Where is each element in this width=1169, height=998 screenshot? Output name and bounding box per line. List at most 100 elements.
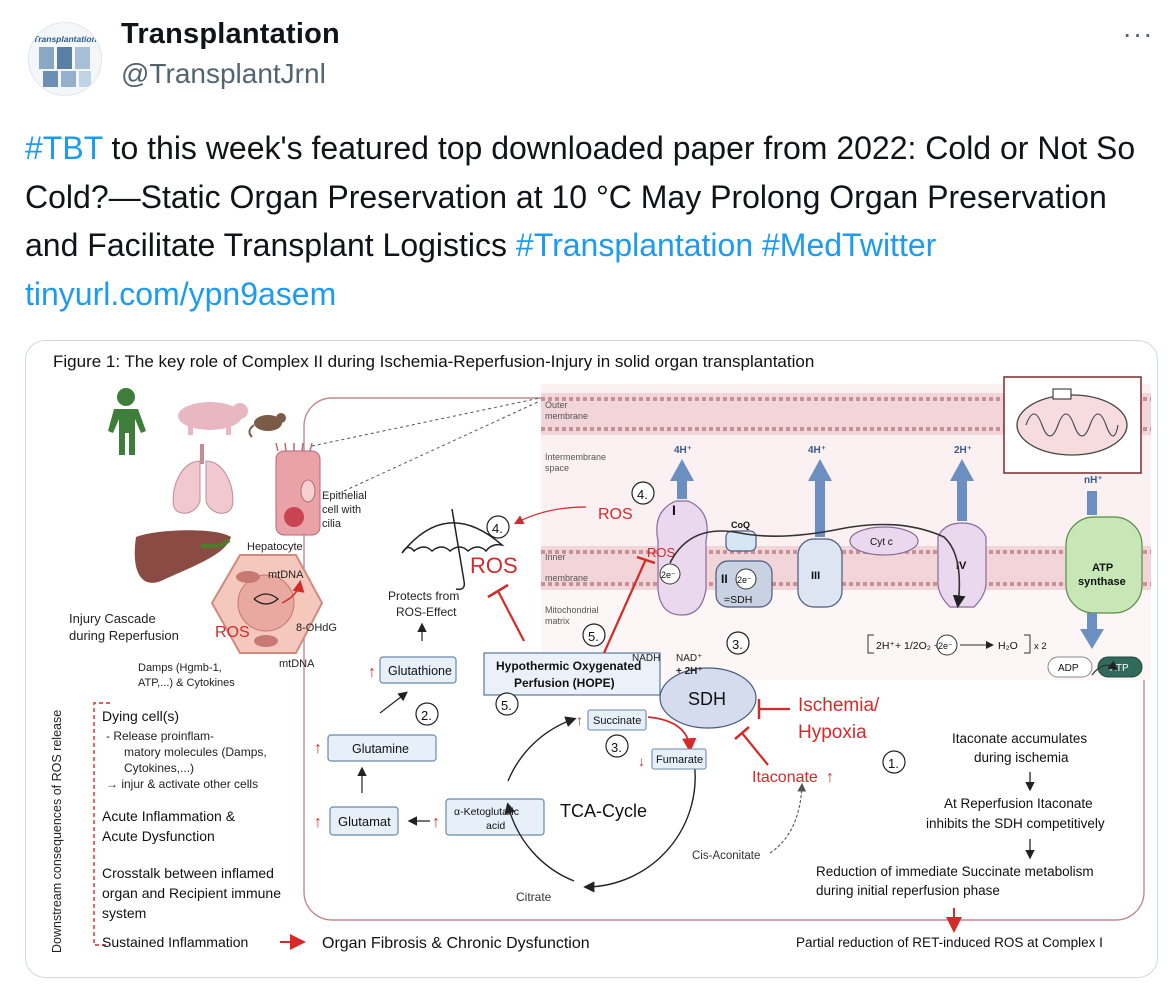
zoom-line [311,397,541,447]
mitochondrion-inset [1003,376,1142,474]
svg-text:↓: ↓ [638,753,645,769]
step-3-mito-marker [726,631,750,655]
ros-big-label: ROS [470,553,518,578]
acute-inflammation-label: Acute Dysfunction [102,828,215,844]
akg-label: acid [486,820,505,832]
inner-membrane [541,546,1151,590]
coq [725,530,757,552]
release-text: matory molecules (Damps, [124,745,267,759]
svg-text:↑: ↑ [576,712,583,728]
ros-label-hepatocyte: ROS [215,624,250,641]
pig-icon [178,402,248,435]
nad-label: + 2H⁺ [676,666,703,677]
proton-label: nH⁺ [1084,475,1103,486]
succinate-label: Succinate [593,715,641,727]
inner-membrane-label: membrane [545,573,588,583]
right-explanation: Partial reduction of RET-induced ROS at … [796,935,1103,950]
electron-label: 2e⁻ [737,575,752,585]
hashtag-transplantation[interactable]: #Transplantation [515,227,754,263]
author-display-name[interactable]: Transplantation [121,18,340,50]
more-options-icon[interactable]: ··· [1122,18,1154,49]
damps-label: ATP,...) & Cytokines [138,677,235,689]
svg-text:↑: ↑ [432,814,440,831]
human-icon [108,388,146,455]
adp-pill [1047,656,1093,678]
electron-transport-path [669,523,966,609]
fibrosis-label: Organ Fibrosis & Chronic Dysfunction [322,935,590,952]
sdh-label: SDH [688,689,726,709]
ischemia-label: Hypoxia [798,722,867,743]
complex-2-label: II [721,572,728,586]
glutamat-box [329,806,399,836]
step-4-mito-label: 4. [637,487,648,502]
protects-label: ROS-Effect [396,605,457,619]
fumarate-box [651,748,707,770]
cis-aconitate-label: Cis-Aconitate [692,850,760,862]
svg-text:↑: ↑ [314,740,322,757]
coq-label: CoQ [731,520,750,530]
sdh-ellipse [659,667,757,729]
author-handle[interactable]: @TransplantJrnl [121,58,326,89]
epithelial-cell-icon [275,442,321,536]
sustained-inflammation-label: Sustained Inflammation [102,934,248,950]
succinate-box [587,709,647,731]
step-4-marker [486,515,510,539]
protects-label: Protects from [388,589,459,603]
hashtag-tbt[interactable]: #TBT [25,130,103,166]
mtdna-label: mtDNA [279,658,315,670]
complex-1 [656,500,708,616]
akg-box [445,798,545,836]
water-equation: 2H⁺+ 1/2O₂ + 2e⁻ H₂O x 2 [867,634,1047,656]
equation-right: H₂O [998,640,1018,652]
hashtag-medtwitter[interactable]: #MedTwitter [762,227,937,263]
matrix-label: matrix [545,616,570,626]
cytochrome-c [849,526,919,556]
hepatocyte-label: Hepatocyte [247,541,303,553]
downstream-vertical-label: Downstream consequences of ROS release [50,710,64,953]
mtdna-label: mtDNA [268,569,304,581]
step-3-mito-label: 3. [732,637,743,652]
injury-cascade-label: Injury Cascade [69,611,156,626]
matrix-label: Mitochondrial [545,605,599,615]
glutamine-box [327,734,437,762]
glutathione-label: Glutathione [388,664,452,678]
inner-membrane-label: Inner [545,552,566,562]
tca-cycle-label: TCA-Cycle [560,801,647,821]
atp-label: ATP [1110,663,1129,674]
equation-left: 2H⁺+ 1/2O₂ + [876,640,940,652]
lungs-icon [172,444,234,514]
nadh-label: NADH [632,653,660,664]
intermembrane-label: Intermembrane [545,452,606,462]
liver-icon [134,530,231,583]
complex-4-label: IV [956,560,967,572]
step-5-label: 5. [501,698,512,713]
electron-label: 2e⁻ [938,641,953,651]
adp-label: ADP [1058,663,1079,674]
rat-icon [248,413,286,438]
release-text: Cytokines,...) [124,761,194,775]
right-explanation: inhibits the SDH competitively [926,816,1105,831]
outer-membrane-label: Outer [545,400,568,410]
damps-label: Damps (Hgmb-1, [138,662,222,674]
step-5-marker [495,692,519,716]
tca-cycle-arc [504,716,696,893]
svg-text:↑: ↑ [314,814,322,831]
akg-label: α-Ketoglutaric [454,806,519,818]
nad-label: NAD⁺ [676,653,702,664]
glutamine-label: Glutamine [352,742,409,756]
crosstalk-label: system [102,905,146,921]
citrate-label: Citrate [516,890,552,904]
step-4-mito-marker [631,481,655,505]
step-4-label: 4. [492,521,503,536]
right-explanation: Reduction of immediate Succinate metabol… [816,864,1094,879]
tweet-body-text: to this week's featured top downloaded p… [25,130,1136,263]
complex-3 [797,538,843,608]
complex-2-sdh-label: =SDH [724,594,752,606]
injury-cascade-label: during Reperfusion [69,628,179,643]
proton-label: 4H⁺ [674,445,692,456]
tweet-media-image[interactable]: Figure 1: The key role of Complex II dur… [25,340,1158,978]
atp-synthase-label: ATP [1092,562,1113,574]
tweet-link[interactable]: tinyurl.com/ypn9asem [25,275,337,312]
author-avatar[interactable]: Transplantation [28,22,102,96]
hepatocyte-icon [210,554,324,654]
